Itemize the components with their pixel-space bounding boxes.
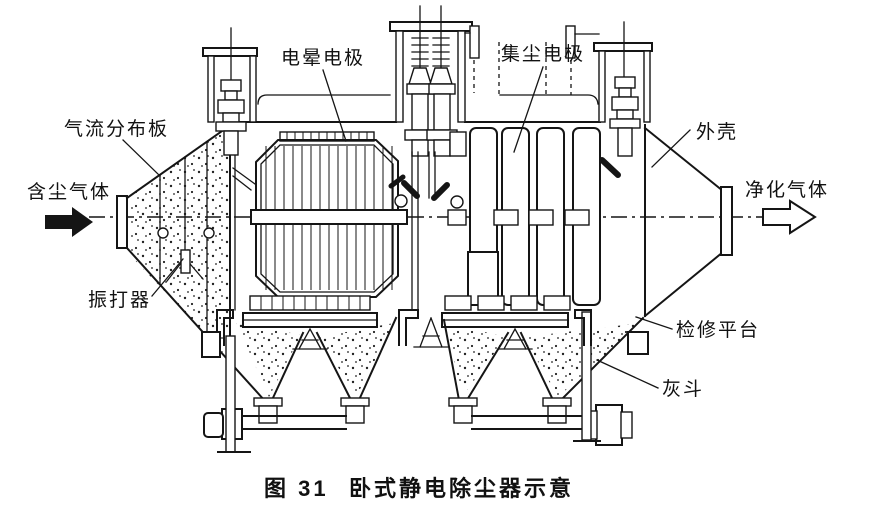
label-dusty-gas: 含尘气体 bbox=[27, 181, 111, 203]
label-rapper: 振打器 bbox=[88, 289, 151, 311]
hopper-outlet-1 bbox=[253, 397, 283, 424]
label-ash-hopper: 灰斗 bbox=[662, 378, 704, 400]
label-corona-electrode: 电晕电极 bbox=[281, 47, 365, 69]
inlet-section bbox=[45, 122, 267, 403]
electrode-suspension-pipes bbox=[401, 151, 464, 311]
platform-support-right bbox=[627, 331, 649, 355]
label-shell: 外壳 bbox=[696, 121, 738, 143]
corona-electrode-chamber bbox=[232, 131, 408, 298]
hopper-outlet-3 bbox=[448, 397, 478, 424]
figure-caption: 图 31 卧式静电除尘器示意 bbox=[264, 476, 574, 501]
hopper-outlet-2 bbox=[340, 397, 370, 424]
stipple-texture bbox=[131, 124, 641, 397]
left-rapper-column bbox=[202, 27, 258, 156]
label-leader-lines bbox=[122, 66, 691, 389]
ash-hoppers bbox=[201, 309, 649, 453]
support-leg-left bbox=[225, 335, 236, 453]
corona-frame-midbar bbox=[250, 209, 408, 225]
caption-title: 卧式静电除尘器示意 bbox=[349, 476, 574, 501]
hopper-outlet-4 bbox=[542, 397, 572, 424]
insulator-housing bbox=[389, 5, 547, 157]
insulator-stack-left bbox=[404, 30, 436, 157]
label-maintenance-platform: 检修平台 bbox=[676, 319, 760, 341]
inlet-flow-arrow-icon bbox=[45, 207, 93, 237]
inlet-flange bbox=[116, 195, 128, 249]
label-gas-distribution-plate: 气流分布板 bbox=[64, 118, 169, 140]
caption-number: 图 31 bbox=[264, 476, 329, 501]
outlet-flange bbox=[720, 186, 733, 256]
right-rapper-column bbox=[565, 21, 653, 178]
field-braces bbox=[257, 94, 599, 105]
dust-conveyor-pipes bbox=[239, 415, 595, 430]
collecting-electrode-chamber bbox=[447, 127, 601, 306]
insulator-stack-right bbox=[426, 30, 458, 157]
label-clean-gas: 净化气体 bbox=[745, 179, 829, 201]
shell-outline bbox=[231, 121, 733, 318]
outlet-flow-arrow-icon bbox=[762, 199, 817, 235]
platform-support-left bbox=[201, 331, 221, 358]
label-collecting-electrode: 集尘电极 bbox=[501, 43, 585, 65]
diagram-labels: 含尘气体 气流分布板 振打器 电晕电极 集尘电极 外壳 净化气体 检修平台 灰斗 bbox=[27, 43, 829, 400]
chamber-support-beams bbox=[242, 295, 571, 328]
inlet-rapper-mechanism bbox=[157, 156, 215, 282]
